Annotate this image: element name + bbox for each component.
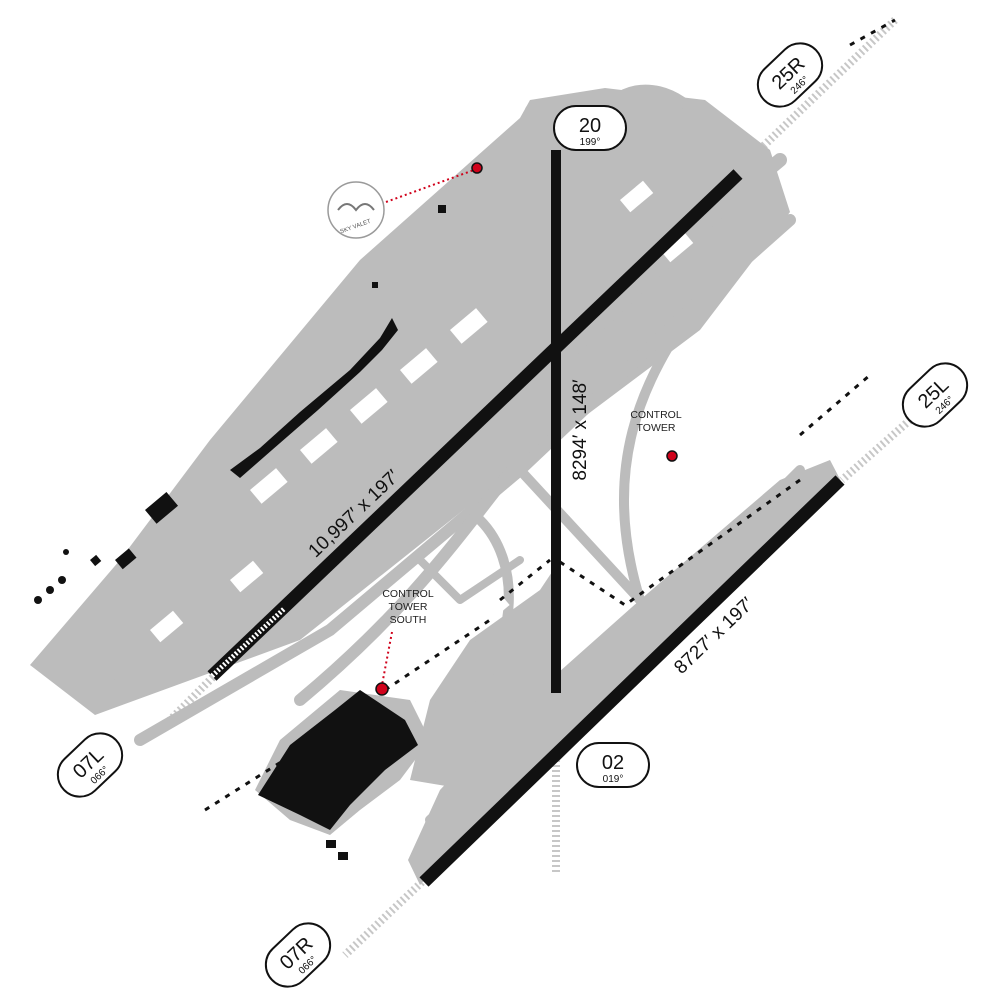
control-tower-south-line3: SOUTH xyxy=(390,614,427,626)
runway-07r-25l xyxy=(419,475,845,887)
south-hangar xyxy=(326,840,336,848)
control-tower-marker[interactable] xyxy=(666,450,678,462)
runway-end-07r: 07R 066° xyxy=(264,922,332,988)
control-tower-label-line1: CONTROL xyxy=(630,409,681,421)
hangar-dot xyxy=(46,586,54,594)
control-tower-south-marker[interactable] xyxy=(375,682,389,696)
runway-end-07l: 07L 066° xyxy=(56,732,124,798)
hangar-dot xyxy=(58,576,66,584)
runway-07l-25r xyxy=(207,169,743,681)
runway-id: 20 xyxy=(579,115,601,137)
fbo-building xyxy=(438,205,446,213)
runways xyxy=(207,150,845,887)
buildings xyxy=(34,205,446,860)
terminal-block xyxy=(90,554,102,567)
skyvalet-fbo[interactable]: SKY VALET xyxy=(327,162,483,239)
taxiways xyxy=(88,84,805,825)
runway-heading: 199° xyxy=(580,137,601,148)
fbo-building xyxy=(372,282,378,288)
terminal-block xyxy=(115,548,137,570)
displaced-threshold-07l xyxy=(210,606,287,678)
control-tower[interactable]: CONTROL TOWER xyxy=(630,409,682,462)
control-tower-label-line2: TOWER xyxy=(637,422,676,434)
hold-lines xyxy=(204,18,896,812)
hangar-dot xyxy=(63,549,69,555)
runway-end-20: 20 199° xyxy=(553,105,627,151)
north-terminal xyxy=(230,318,398,478)
runway-heading: 019° xyxy=(603,774,624,785)
runway-id: 02 xyxy=(602,752,624,774)
bird-icon xyxy=(337,203,375,212)
runway-end-25r: 25R 246° xyxy=(756,42,824,108)
grass-islands xyxy=(150,180,694,643)
hangar-dot xyxy=(34,596,42,604)
fbo-marker[interactable] xyxy=(471,162,483,174)
terminal-block xyxy=(145,492,179,524)
control-tower-south-line2: TOWER xyxy=(389,601,428,613)
control-tower-south-line1: CONTROL xyxy=(382,588,433,600)
runway-end-25l: 25L 246° xyxy=(901,362,969,428)
runway-length-crosswind: 8294′ x 148′ xyxy=(570,379,591,481)
south-hangar xyxy=(338,852,348,860)
runway-end-02: 02 019° xyxy=(576,742,650,788)
south-terminal xyxy=(258,690,418,830)
south-apron xyxy=(408,460,842,885)
control-tower-south[interactable]: CONTROL TOWER SOUTH xyxy=(375,588,434,696)
